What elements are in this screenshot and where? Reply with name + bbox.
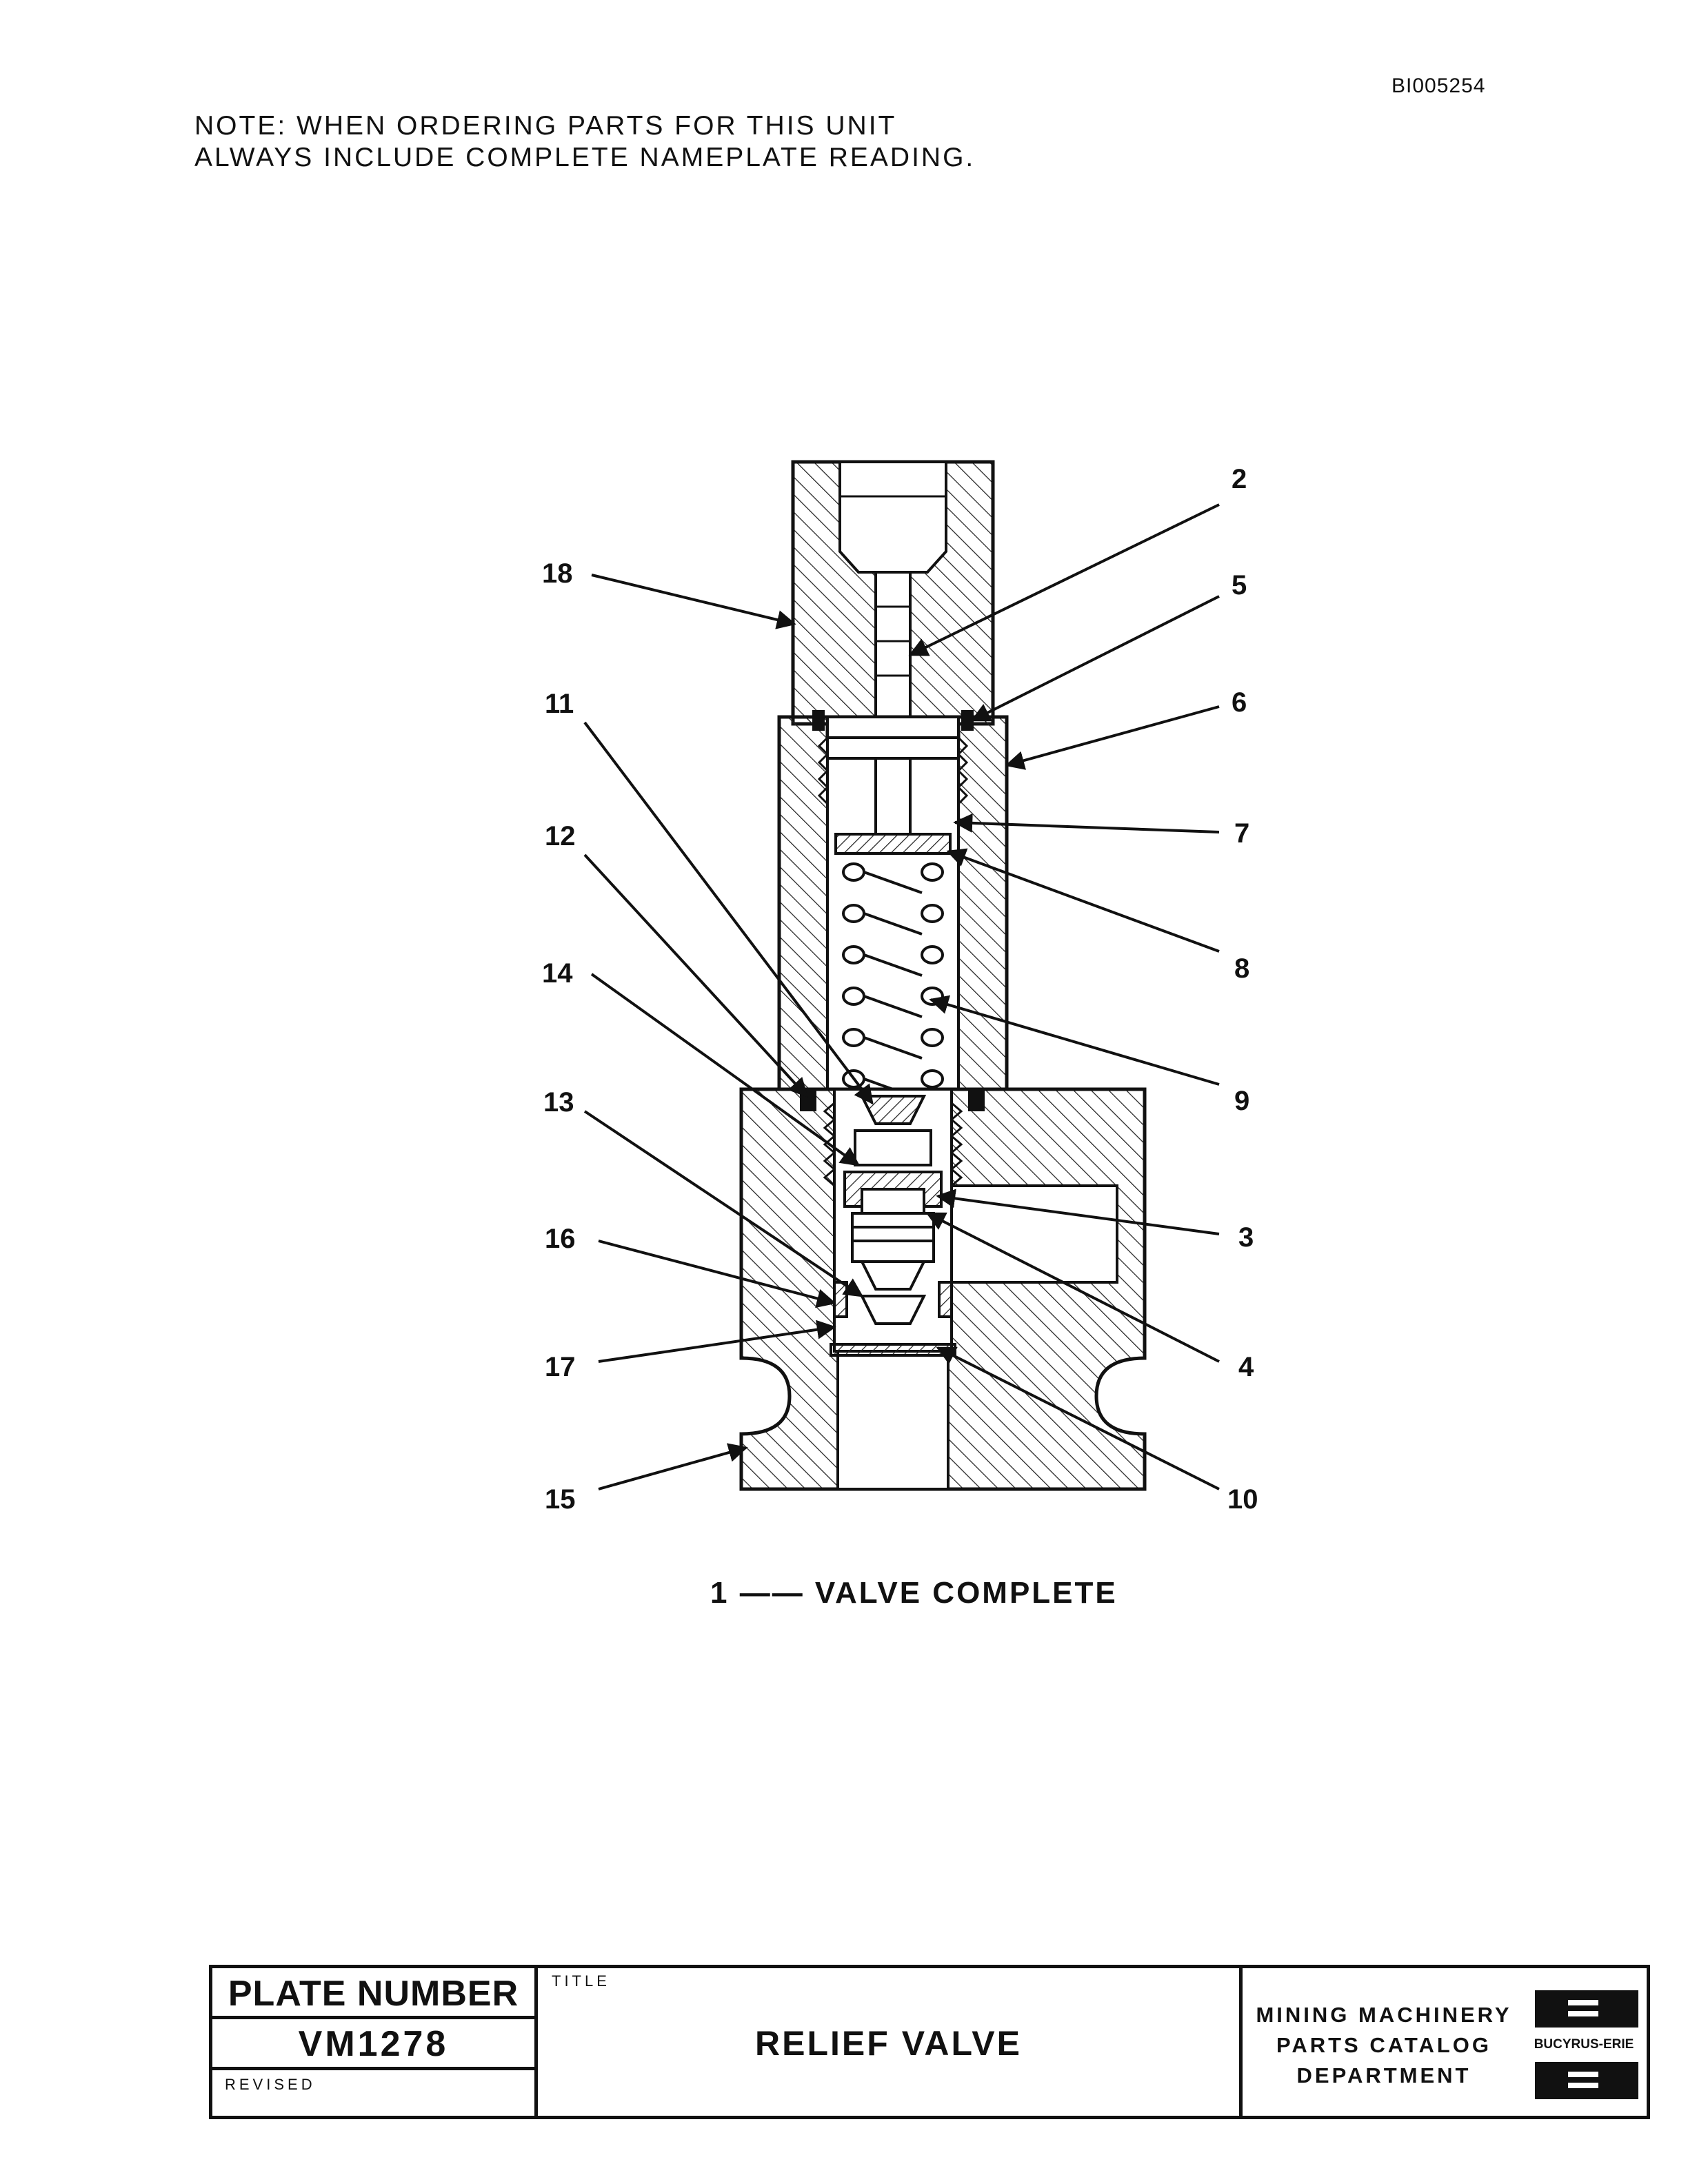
title-section: TITLE RELIEF VALVE (538, 1968, 1243, 2116)
department-line-3: DEPARTMENT (1296, 2063, 1471, 2087)
poppet-assembly (830, 1095, 956, 1357)
callout-14: 14 (542, 958, 573, 989)
callout-5: 5 (1232, 570, 1247, 600)
figure-caption: 1 —— VALVE COMPLETE (710, 1576, 1118, 1610)
ordering-note: NOTE: WHEN ORDERING PARTS FOR THIS UNIT … (194, 110, 975, 174)
drawing-title: RELIEF VALVE (755, 2024, 1022, 2063)
note-line-2: ALWAYS INCLUDE COMPLETE NAMEPLATE READIN… (194, 143, 976, 172)
callout-12: 12 (545, 821, 576, 851)
plate-number-section: PLATE NUMBER VM1278 REVISED (212, 1968, 538, 2116)
callout-16: 16 (545, 1224, 576, 1254)
department-name: MINING MACHINERY PARTS CATALOG DEPARTMEN… (1243, 2000, 1525, 2091)
callout-4: 4 (1238, 1352, 1254, 1382)
department-line-2: PARTS CATALOG (1276, 2033, 1492, 2057)
callout-11: 11 (545, 689, 574, 719)
plate-number-label: PLATE NUMBER (212, 1968, 534, 2019)
note-line-1: NOTE: WHEN ORDERING PARTS FOR THIS UNIT (194, 111, 897, 141)
callout-6: 6 (1232, 687, 1247, 718)
callout-17: 17 (545, 1352, 576, 1382)
bonnet-part-6 (777, 710, 1009, 1091)
callout-9: 9 (1234, 1086, 1249, 1116)
department-line-1: MINING MACHINERY (1256, 2003, 1512, 2027)
document-id: BI005254 (1391, 74, 1486, 97)
cap-part-18 (791, 460, 995, 740)
logo-mark-icon (1535, 1990, 1638, 2099)
callout-2: 2 (1232, 464, 1247, 494)
callout-15: 15 (545, 1484, 576, 1515)
title-label: TITLE (552, 1972, 610, 1990)
revised-label: REVISED (225, 2076, 316, 2093)
callout-leaders (583, 503, 1220, 1490)
plate-number-value: VM1278 (212, 2019, 534, 2070)
title-block: PLATE NUMBER VM1278 REVISED TITLE RELIEF… (209, 1965, 1650, 2119)
bucyrus-erie-logo: BUCYRUS-ERIE (1527, 1985, 1641, 2106)
callout-13: 13 (543, 1087, 574, 1118)
department-section: MINING MACHINERY PARTS CATALOG DEPARTMEN… (1243, 1968, 1647, 2116)
spring-seat-part-8 (834, 833, 952, 855)
callout-3: 3 (1238, 1222, 1254, 1253)
callout-10: 10 (1227, 1484, 1258, 1515)
callout-8: 8 (1234, 953, 1249, 984)
callout-7: 7 (1234, 818, 1249, 849)
logo-text: BUCYRUS-ERIE (1534, 2037, 1634, 2052)
callout-18: 18 (542, 558, 573, 589)
callout-labels: 2 5 18 6 11 7 12 8 14 9 13 3 16 4 17 15 … (542, 464, 1258, 1515)
spring-part-9 (842, 862, 944, 1101)
